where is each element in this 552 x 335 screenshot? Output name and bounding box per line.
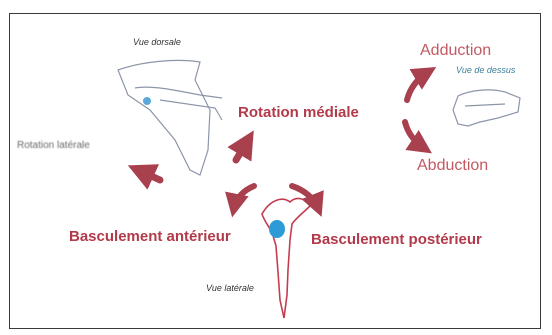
label-top-view: Vue de dessus	[456, 65, 515, 75]
label-posterior-tilt: Basculement postérieur	[311, 231, 482, 248]
scapula-dorsal-view	[118, 60, 222, 175]
label-adduction: Adduction	[420, 42, 491, 60]
label-lateral-rotation: Rotation latérale	[17, 140, 90, 151]
arrow-abduction	[405, 122, 424, 148]
label-lateral-view: Vue latérale	[206, 283, 254, 293]
label-abduction: Abduction	[417, 157, 488, 175]
label-anterior-tilt: Basculement antérieur	[69, 228, 231, 245]
arrow-adduction	[407, 72, 428, 100]
arrow-medial-rotation	[236, 140, 248, 160]
label-medial-rotation: Rotation médiale	[238, 104, 359, 121]
arrow-anterior-tilt	[234, 186, 254, 208]
scapula-lateral-view	[262, 199, 310, 318]
arrow-lateral-rotation	[138, 170, 160, 180]
glenoid-lateral	[269, 220, 285, 238]
label-dorsal-view: Vue dorsale	[133, 37, 181, 47]
scapula-top-view	[453, 90, 520, 126]
glenoid-dorsal	[143, 97, 151, 105]
